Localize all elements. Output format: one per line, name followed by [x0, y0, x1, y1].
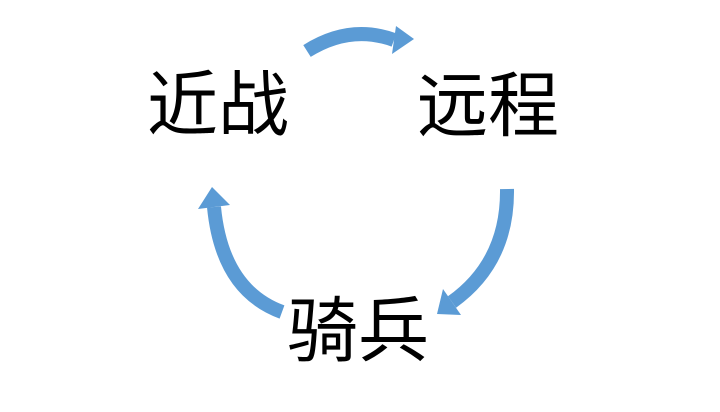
arrow-head-icon [198, 187, 230, 209]
arrow-ranged-to-cavalry-icon [437, 188, 515, 315]
arrow-head-icon [392, 26, 414, 54]
arrow-shaft [447, 188, 515, 308]
arrow-cavalry-to-melee-icon [198, 187, 285, 319]
node-cavalry-label: 骑兵 [286, 289, 430, 373]
arrow-head-icon [437, 289, 461, 315]
arrow-shaft [207, 206, 285, 319]
node-ranged-label: 远程 [416, 64, 560, 148]
arrow-shaft [303, 27, 397, 58]
arrow-melee-to-ranged-icon [303, 26, 414, 58]
node-melee-label: 近战 [146, 63, 290, 147]
